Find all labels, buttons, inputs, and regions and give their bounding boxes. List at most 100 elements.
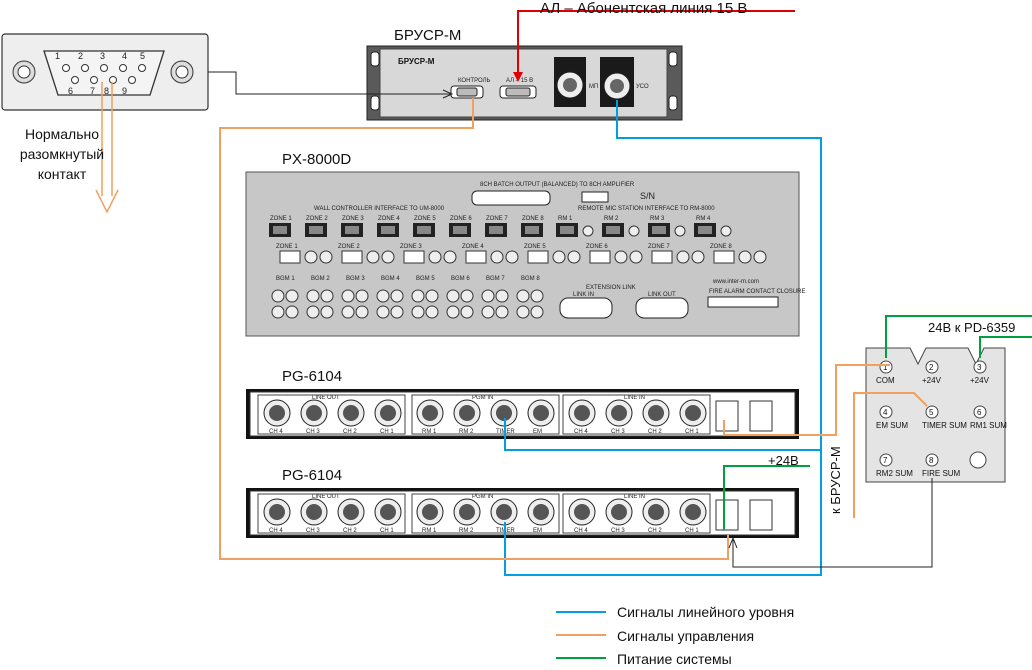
wire-green-power xyxy=(885,315,1032,358)
db9-pin-top-1: 1 xyxy=(55,51,60,61)
pg-xlr-label: CH 1 xyxy=(380,528,394,534)
db9-pin-top-3: 3 xyxy=(100,51,105,61)
px-bgm-input: BGM 6 xyxy=(446,276,474,319)
px-zone-output: ZONE 4 xyxy=(462,244,519,264)
pg-xlr-label: CH 3 xyxy=(306,528,320,534)
contact-label-line-3: контакт xyxy=(37,166,87,182)
px-zone-jack: ZONE 7 xyxy=(485,216,508,237)
brusr-title: БРУСР-М xyxy=(394,27,462,44)
pg-xlr-jack: CH 3 xyxy=(605,498,633,534)
px-zone-output-label: ZONE 8 xyxy=(710,244,732,250)
db9-pin-top-4: 4 xyxy=(122,51,127,61)
pg-xlr-label: CH 1 xyxy=(685,528,699,534)
px-zone-output: ZONE 2 xyxy=(338,244,395,264)
legend-label-control: Сигналы управления xyxy=(617,628,755,644)
px-rm-jack: RM 1 xyxy=(556,216,594,237)
px-zone-output: ZONE 3 xyxy=(400,244,457,264)
px-zone-jack: ZONE 6 xyxy=(449,216,472,237)
db9-connector: 1 2 3 4 5 6 7 8 9 xyxy=(1,33,209,111)
contact-label-line-2: разомкнутый xyxy=(19,146,105,162)
px-fire-label: FIRE ALARM CONTACT CLOSURE xyxy=(709,289,805,295)
pd-pin-name: RM2 SUM xyxy=(876,469,913,478)
pg-xlr-label: CH 3 xyxy=(611,528,625,534)
wire-green-pg xyxy=(723,465,810,530)
px-bgm-label: BGM 2 xyxy=(311,276,330,282)
px-rm-jack: RM 2 xyxy=(602,216,640,237)
px-bgm-input: BGM 8 xyxy=(516,276,544,319)
px-link-out-label: LINK OUT xyxy=(648,292,676,298)
pg-xlr-jack: RM 2 xyxy=(453,498,481,534)
pg-xlr-jack: CH 2 xyxy=(642,399,670,435)
px-zone-jack: ZONE 8 xyxy=(521,216,544,237)
pg-xlr-jack: CH 1 xyxy=(679,498,707,534)
pg-xlr-label: CH 2 xyxy=(648,528,662,534)
px-zone-jack: ZONE 4 xyxy=(377,216,400,237)
wire-orange-control xyxy=(219,98,729,560)
brusr-port-mic-label: МП xyxy=(589,84,598,90)
px-rm-label: RM 1 xyxy=(558,216,573,222)
db9-pin-bottom-6: 6 xyxy=(68,86,73,96)
px-zone-jack: ZONE 3 xyxy=(341,216,364,237)
pg-xlr-label: CH 2 xyxy=(648,429,662,435)
px-title: PX-8000D xyxy=(282,151,352,168)
pg-xlr-label: CH 4 xyxy=(269,528,283,534)
pg-xlr-jack: EM xyxy=(527,498,555,534)
px-bgm-input: BGM 5 xyxy=(411,276,439,319)
px-zone-jack: ZONE 1 xyxy=(269,216,292,237)
pg-xlr-label: RM 2 xyxy=(459,429,474,435)
pg-xlr-jack: CH 4 xyxy=(568,498,596,534)
pd-label: 24В к PD-6359 xyxy=(928,320,1016,335)
pg-xlr-label: RM 1 xyxy=(422,429,437,435)
px-zone-label: ZONE 7 xyxy=(486,216,508,222)
px-remote-label: REMOTE MIC STATION INTERFACE TO RM-8000 xyxy=(578,206,715,212)
pg2-title: PG-6104 xyxy=(282,467,343,484)
pg-xlr-jack: CH 1 xyxy=(679,399,707,435)
px-bgm-label: BGM 6 xyxy=(451,276,470,282)
px-extension-label: EXTENSION LINK xyxy=(586,285,636,291)
pd-pin-num: 7 xyxy=(883,456,888,465)
pg-xlr-label: CH 3 xyxy=(611,429,625,435)
pg-xlr-jack: CH 4 xyxy=(263,399,291,435)
px-zone-output: ZONE 7 xyxy=(648,244,705,264)
pg-xlr-jack: EM xyxy=(527,399,555,435)
px-bgm-label: BGM 8 xyxy=(521,276,540,282)
pg-pgm-in-label: PGM IN xyxy=(472,395,493,401)
pd-pin-num: 5 xyxy=(929,408,934,417)
pg-xlr-label: EM xyxy=(533,528,542,534)
pd-pin-name: FIRE SUM xyxy=(922,469,961,478)
contact-label: Нормально разомкнутый контакт xyxy=(7,124,117,184)
pd-pin-name: COM xyxy=(876,376,895,385)
brusr-port-al-label: АЛ – 15 В xyxy=(506,78,533,84)
px-zone-output-label: ZONE 1 xyxy=(276,244,298,250)
px-bgm-label: BGM 5 xyxy=(416,276,435,282)
px-zone-output: ZONE 6 xyxy=(586,244,643,264)
px-sn-mark: S/N xyxy=(640,191,655,201)
pg-xlr-jack: CH 2 xyxy=(337,399,365,435)
px-bgm-label: BGM 1 xyxy=(276,276,295,282)
px-zone-output-label: ZONE 2 xyxy=(338,244,360,250)
wire-blue-pg xyxy=(504,418,822,451)
px-zone-jack: ZONE 5 xyxy=(413,216,436,237)
wire-red-al xyxy=(517,10,795,80)
wire-black-control xyxy=(208,71,452,95)
pd-pin-num: 6 xyxy=(977,408,982,417)
db9-pin-bottom-8: 8 xyxy=(104,86,109,96)
pg-xlr-jack: CH 3 xyxy=(300,399,328,435)
px-rm-label: RM 2 xyxy=(604,216,619,222)
pd-pin-num: 4 xyxy=(883,408,888,417)
pg-xlr-jack: CH 2 xyxy=(337,498,365,534)
px-wall-label: WALL CONTROLLER INTERFACE TO UM-8000 xyxy=(314,206,445,212)
contact-label-line-1: Нормально xyxy=(24,126,100,142)
px-bgm-input: BGM 2 xyxy=(306,276,334,319)
pg-xlr-jack: RM 1 xyxy=(416,498,444,534)
brusr-panel: БРУСР-М КОНТРОЛЬ АЛ – 15 В МП УСО xyxy=(366,45,683,121)
px-bgm-label: BGM 4 xyxy=(381,276,400,282)
px-zone-output: ZONE 1 xyxy=(276,244,333,264)
pg-xlr-jack: CH 4 xyxy=(263,498,291,534)
px-rm-jack: RM 3 xyxy=(648,216,686,237)
pg-xlr-label: CH 4 xyxy=(574,429,588,435)
px-bgm-input: BGM 1 xyxy=(271,276,299,319)
